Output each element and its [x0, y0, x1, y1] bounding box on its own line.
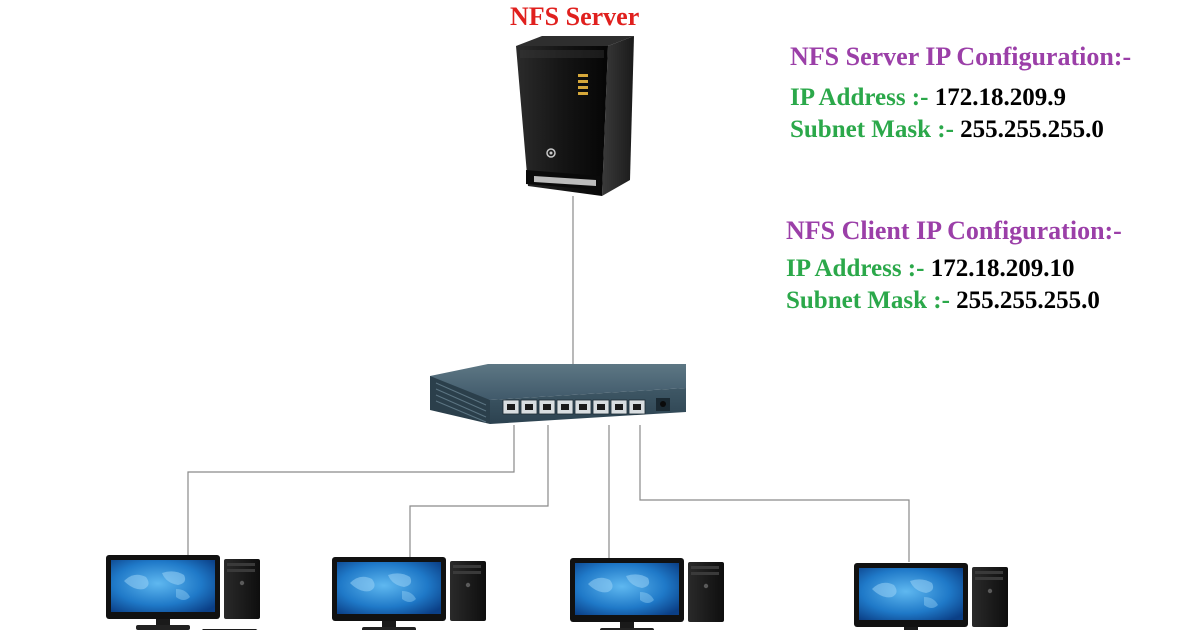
- network-switch-icon: [430, 364, 686, 424]
- server-mask-key: Subnet Mask :-: [790, 116, 954, 143]
- server-ip-line: IP Address :- 172.18.209.9: [790, 85, 1066, 110]
- desktop-computer-icon: [106, 555, 264, 630]
- network-links: [187, 196, 910, 562]
- client-config-heading: NFS Client IP Configuration:-: [786, 216, 1122, 245]
- desktop-computer-icon: [570, 558, 728, 630]
- desktop-computer-icon: [332, 557, 490, 630]
- client-ip-value: 172.18.209.10: [930, 255, 1075, 282]
- desktop-computer-icon: [854, 563, 1012, 630]
- tower-server-icon: [516, 36, 634, 196]
- link-pc-4: [639, 425, 910, 562]
- server-config-heading: NFS Server IP Configuration:-: [790, 42, 1132, 71]
- server-ip-key: IP Address :-: [790, 84, 929, 111]
- server-mask-value: 255.255.255.0: [960, 116, 1104, 143]
- link-pc-2: [409, 425, 549, 558]
- client-ip-key: IP Address :-: [786, 255, 925, 282]
- link-pc-1: [187, 425, 515, 556]
- client-mask-key: Subnet Mask :-: [786, 287, 950, 314]
- server-ip-value: 172.18.209.9: [934, 84, 1066, 111]
- server-title: NFS Server: [510, 2, 640, 31]
- server-mask-line: Subnet Mask :- 255.255.255.0: [790, 117, 1104, 142]
- client-mask-value: 255.255.255.0: [956, 287, 1100, 314]
- client-ip-line: IP Address :- 172.18.209.10: [786, 256, 1074, 281]
- client-mask-line: Subnet Mask :- 255.255.255.0: [786, 288, 1100, 313]
